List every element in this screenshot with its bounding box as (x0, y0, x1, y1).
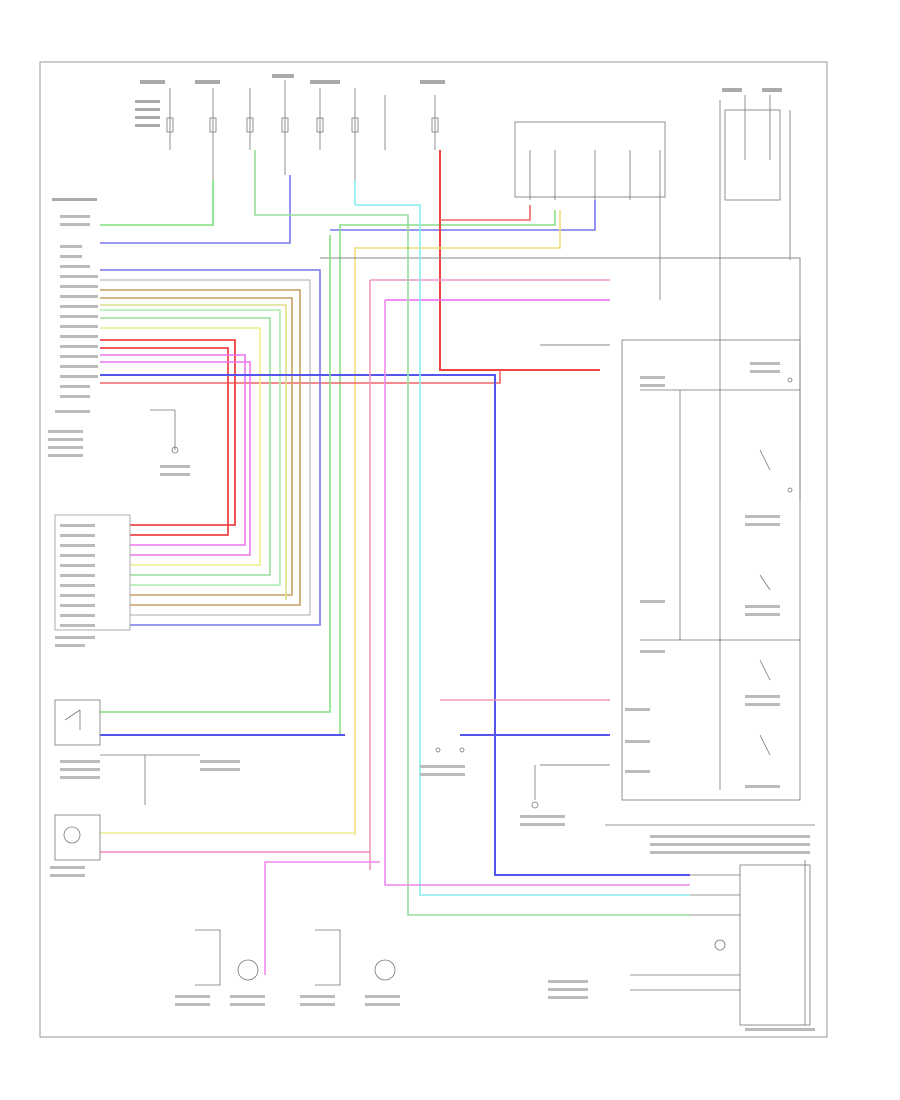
wire-gray-h1 (320, 257, 801, 500)
right-rear-lamps (300, 929, 400, 1006)
wire-red-loop-2 (100, 347, 229, 536)
wire-green-top (339, 210, 556, 735)
wire-lgreen-loop (100, 309, 281, 586)
wire-green-1 (100, 180, 214, 226)
wire-red-h3 (100, 370, 501, 384)
wire-lgreen-long (254, 150, 690, 916)
wires (100, 150, 801, 975)
wire-gray-loop (100, 279, 311, 616)
wire-pink-long (384, 300, 690, 886)
wire-blue-loop (100, 269, 321, 626)
combination-meter (548, 824, 815, 1031)
wire-tan-loop-2 (100, 297, 293, 596)
wire-pink-loop-1 (100, 354, 246, 546)
left-rear-lamps (175, 929, 265, 1006)
combination-switch (54, 514, 131, 647)
hazard-switch (54, 699, 240, 805)
wire-yellowgreen-loop (100, 304, 287, 600)
body-control-module (48, 215, 98, 457)
left-front-lamp (50, 814, 101, 877)
wire-tan-loop-1 (100, 289, 301, 606)
wire-green-hazard (100, 235, 331, 713)
wire-red-loop-1 (100, 339, 236, 526)
wire-blue-1 (100, 175, 291, 244)
center-components (420, 747, 565, 826)
diagram-frame (39, 61, 828, 1038)
headlamp-relay-block (621, 339, 801, 801)
wire-green-loop (100, 317, 271, 576)
wire-blue-top (330, 200, 596, 231)
wire-cyan-long (354, 180, 690, 896)
wire-yellow-loop (100, 327, 261, 566)
wire-red-2 (440, 205, 531, 221)
wire-yellow-top (354, 210, 561, 835)
header-fuses (166, 80, 791, 790)
turn-signal-relay (150, 409, 190, 476)
header-labels (52, 74, 782, 201)
wire-red-top (439, 150, 600, 371)
wire-pink-rear (264, 861, 380, 975)
wire-blue-long (100, 374, 690, 876)
wire-pink-loop-2 (100, 361, 251, 556)
